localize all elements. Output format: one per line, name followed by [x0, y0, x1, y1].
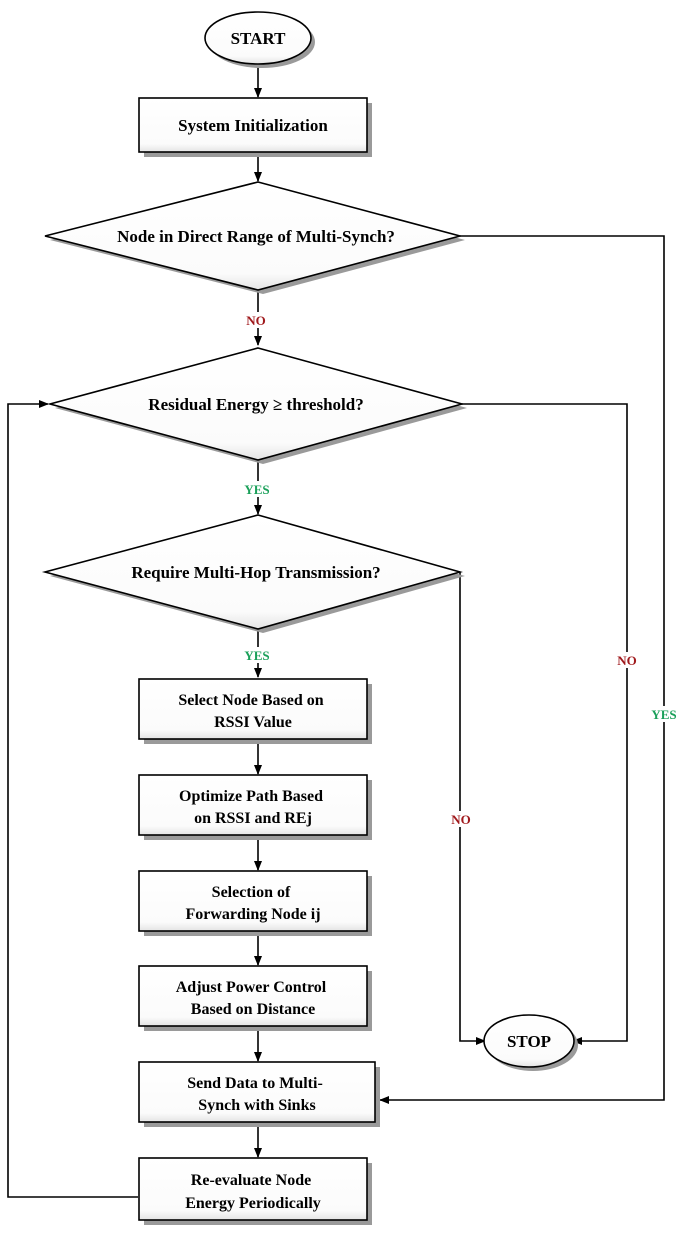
start-terminal: START: [204, 11, 315, 68]
arrow-direct-range-yes: [379, 235, 665, 1104]
reevaluate-label: Re-evaluate Node Energy Periodically: [185, 1172, 321, 1212]
branch-labels: NO YES YES NO YES NO: [233, 312, 685, 827]
label-direct-range-no: NO: [246, 313, 266, 328]
label-residual-energy-no: NO: [617, 653, 637, 668]
arrow-residual-energy-no: [462, 403, 628, 1045]
direct-range-label: Node in Direct Range of Multi-Synch?: [117, 227, 395, 246]
start-label: START: [231, 29, 286, 48]
label-multi-hop-yes: YES: [244, 648, 269, 663]
stop-terminal: STOP: [483, 1014, 578, 1071]
label-residual-energy-yes: YES: [244, 482, 269, 497]
process-adjust-power: Adjust Power Control Based on Distance: [138, 965, 372, 1031]
decision-direct-range: Node in Direct Range of Multi-Synch?: [44, 181, 465, 294]
label-direct-range-yes: YES: [651, 707, 676, 722]
process-send-data: Send Data to Multi- Synch with Sinks: [138, 1061, 380, 1127]
arrow-multi-hop-no: [459, 572, 486, 1045]
init-label: System Initialization: [178, 116, 328, 135]
arrow-reevaluate-loop: [7, 400, 138, 1198]
connectors: [7, 64, 665, 1198]
select-node-label: Select Node Based on RSSI Value: [178, 692, 327, 731]
residual-energy-label: Residual Energy ≥ threshold?: [148, 395, 363, 414]
decision-multi-hop: Require Multi-Hop Transmission?: [41, 514, 465, 633]
stop-label: STOP: [507, 1032, 551, 1051]
adjust-power-label: Adjust Power Control Based on Distance: [176, 979, 331, 1018]
multi-hop-label: Require Multi-Hop Transmission?: [131, 563, 380, 582]
process-selection-forwarding: Selection of Forwarding Node ij: [138, 870, 372, 936]
process-reevaluate: Re-evaluate Node Energy Periodically: [138, 1157, 372, 1225]
optimize-path-label: Optimize Path Based on RSSI and REj: [179, 788, 327, 827]
decision-residual-energy: Residual Energy ≥ threshold?: [46, 347, 467, 464]
process-optimize-path: Optimize Path Based on RSSI and REj: [138, 774, 372, 840]
process-select-node: Select Node Based on RSSI Value: [138, 678, 372, 744]
send-data-label: Send Data to Multi- Synch with Sinks: [187, 1075, 327, 1114]
process-init: System Initialization: [138, 97, 372, 157]
selection-forwarding-label: Selection of Forwarding Node ij: [185, 884, 320, 923]
label-multi-hop-no: NO: [451, 812, 471, 827]
